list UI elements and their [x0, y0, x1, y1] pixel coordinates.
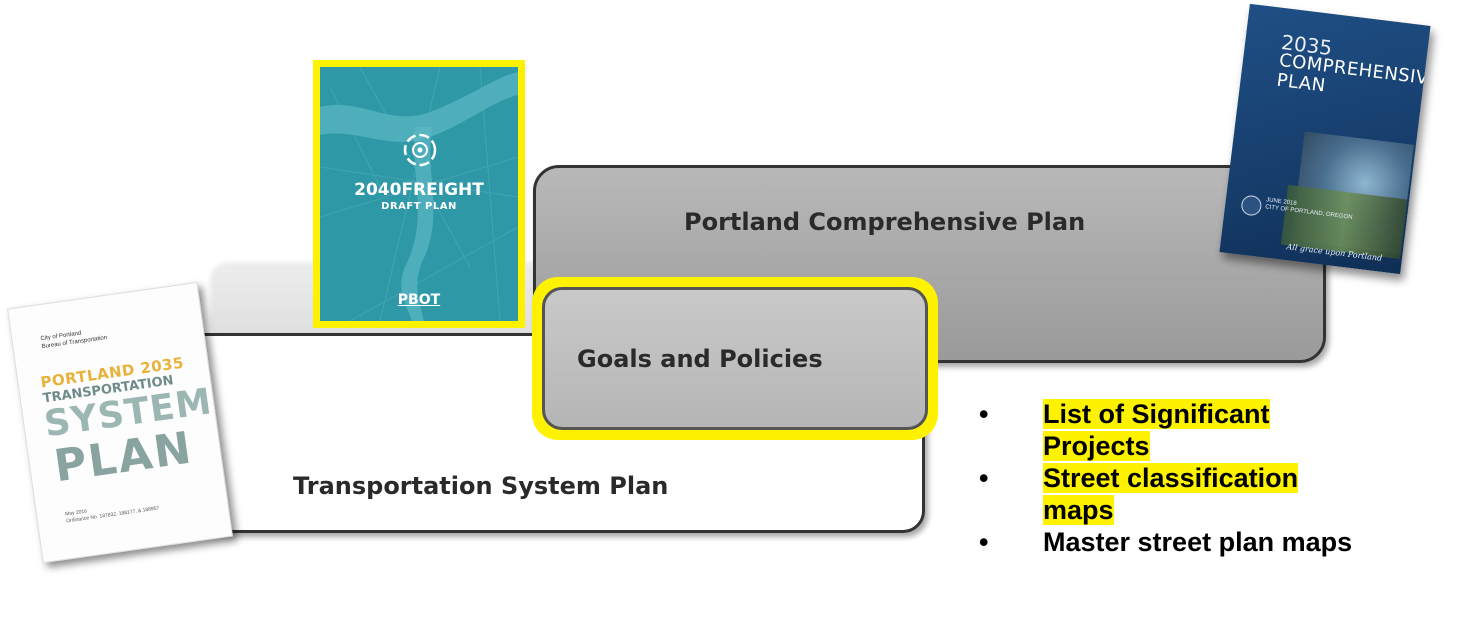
freight-subtitle: DRAFT PLAN — [381, 201, 457, 212]
list-item-line1: List of Significant — [1043, 399, 1270, 429]
transportation-system-plan-label: Transportation System Plan — [293, 472, 669, 500]
freight-title: 2040FREIGHT — [354, 180, 484, 200]
freight-map-illustration — [320, 67, 518, 321]
tsp-cover-date: May 2016 Ordinance No. 187832, 188177, &… — [65, 498, 160, 525]
list-item-line2: Projects — [1043, 431, 1150, 461]
city-seal-icon — [1240, 194, 1263, 217]
list-item: • Street classification maps — [975, 462, 1470, 526]
freight-plan-cover-frame: 2040FREIGHT DRAFT PLAN PBOT — [313, 60, 525, 328]
list-item-line1: Master street plan maps — [1043, 527, 1353, 557]
deliverables-list: • List of Significant Projects • Street … — [975, 398, 1470, 558]
goals-and-policies-label: Goals and Policies — [577, 345, 823, 373]
list-item: • Master street plan maps — [975, 526, 1470, 558]
freight-emblem-icon — [403, 133, 437, 167]
goals-and-policies-inner: Goals and Policies — [542, 287, 928, 430]
list-item-line1: Street classification — [1043, 463, 1299, 493]
comprehensive-plan-document-cover: 2035 COMPREHENSIVE PLAN JUNE 2018 CITY O… — [1219, 3, 1431, 275]
goals-and-policies-box: Goals and Policies — [532, 277, 938, 440]
list-item-line2: maps — [1043, 495, 1114, 525]
tsp-cover-org: City of Portland Bureau of Transportatio… — [40, 326, 108, 351]
bullet-icon: • — [979, 527, 989, 557]
list-item: • List of Significant Projects — [975, 398, 1470, 462]
pbot-logo: PBOT — [397, 292, 441, 308]
freight-plan-cover: 2040FREIGHT DRAFT PLAN PBOT — [320, 67, 518, 321]
bullet-icon: • — [979, 463, 989, 493]
tsp-document-cover: City of Portland Bureau of Transportatio… — [7, 281, 233, 564]
comprehensive-plan-label: Portland Comprehensive Plan — [684, 208, 1086, 236]
bullet-icon: • — [979, 399, 989, 429]
